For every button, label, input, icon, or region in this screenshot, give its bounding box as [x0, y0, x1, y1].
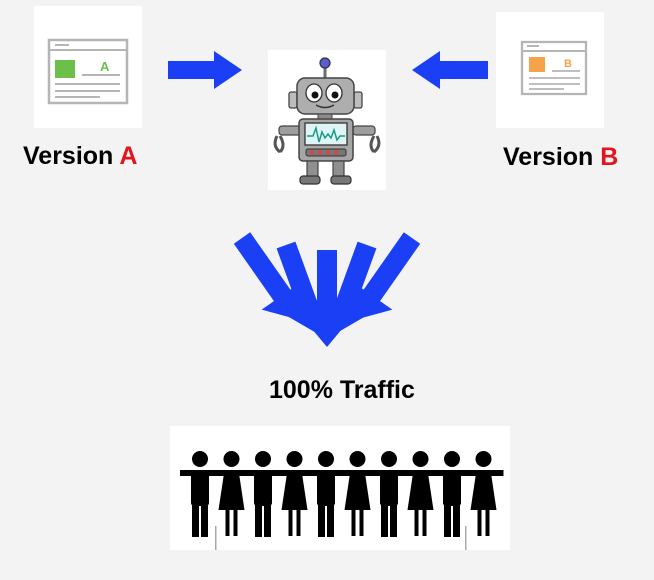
person-icon [218, 451, 245, 536]
person-icon [254, 451, 272, 537]
person-icon [344, 451, 371, 536]
version-a-letter: A [119, 142, 138, 170]
arrow-a-to-robot [168, 51, 242, 89]
traffic-arrow-1 [233, 232, 303, 320]
page-b-block [529, 57, 545, 72]
version-b-letter: B [600, 143, 619, 171]
floor-tick [215, 526, 217, 550]
version-a-card: A [34, 6, 142, 128]
webpage-a-icon: A [47, 38, 129, 105]
person-icon [470, 451, 497, 536]
robot-card [268, 50, 386, 190]
person-icon [443, 451, 461, 537]
person-icon [317, 451, 335, 537]
person-icon [380, 451, 398, 537]
page-a-block [55, 60, 75, 78]
arrow-b-to-robot [412, 51, 488, 89]
version-a-label: Version A [23, 142, 137, 171]
version-b-card: B [496, 12, 604, 128]
people-crowd [180, 451, 504, 550]
person-icon [281, 451, 308, 536]
robot-icon [273, 57, 381, 185]
person-icon [191, 451, 209, 537]
person-icon [407, 451, 434, 536]
traffic-label: 100% Traffic [269, 376, 415, 404]
version-b-word: Version [503, 143, 594, 171]
floor-tick [465, 526, 467, 550]
webpage-b-icon: B [520, 40, 588, 96]
page-b-letter: B [564, 58, 572, 70]
page-a-letter: A [100, 59, 110, 74]
traffic-arrow-5 [351, 232, 421, 320]
traffic-arrow-4 [321, 241, 377, 335]
version-a-word: Version [23, 142, 114, 170]
people-arm-chain [180, 470, 504, 476]
version-b-label: Version B [503, 143, 618, 172]
people-card [170, 426, 510, 550]
